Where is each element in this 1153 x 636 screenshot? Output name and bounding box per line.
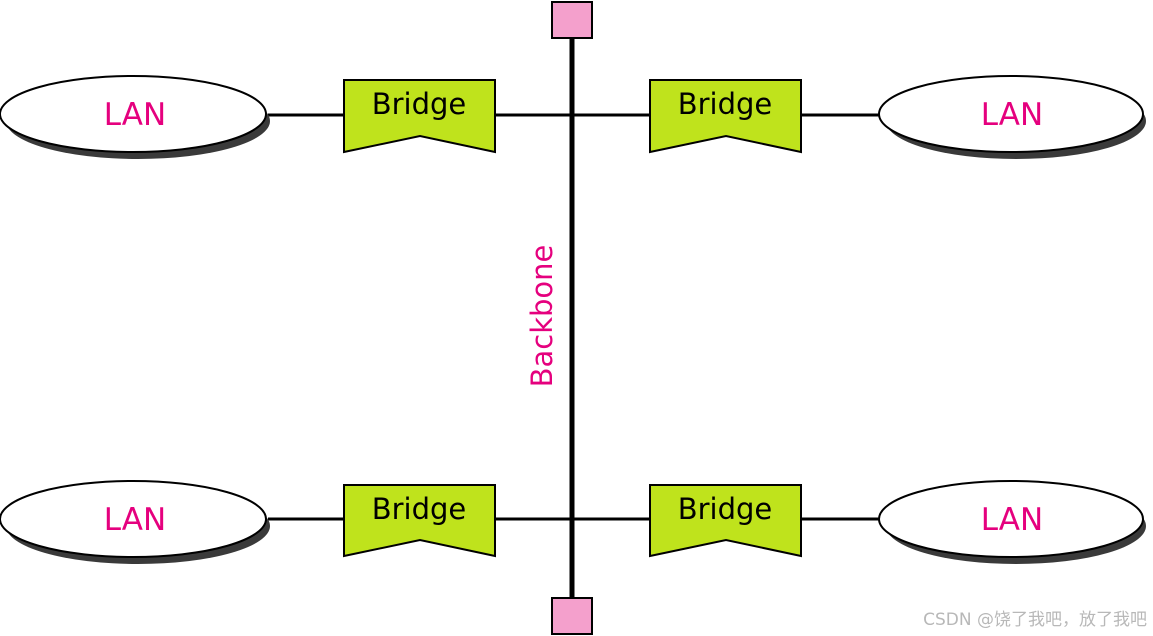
bridge-top-right: Bridge bbox=[649, 79, 802, 154]
bridge-bottom-left: Bridge bbox=[343, 484, 496, 558]
lan-bottom-right: LAN bbox=[878, 480, 1146, 564]
lan-label: LAN bbox=[104, 97, 166, 133]
backbone-label: Backbone bbox=[525, 245, 559, 388]
bridge-label: Bridge bbox=[372, 492, 467, 526]
backbone-terminator-top bbox=[551, 1, 593, 39]
bridge-top-left: Bridge bbox=[343, 79, 496, 154]
bridge-bottom-right: Bridge bbox=[649, 484, 802, 558]
bridge-label: Bridge bbox=[372, 87, 467, 121]
lan-label: LAN bbox=[981, 97, 1043, 133]
bridge-label: Bridge bbox=[678, 492, 773, 526]
bridge-label: Bridge bbox=[678, 87, 773, 121]
backbone-terminator-bottom bbox=[551, 597, 593, 635]
lan-bottom-left: LAN bbox=[0, 480, 270, 564]
lan-label: LAN bbox=[981, 502, 1043, 538]
lan-top-left: LAN bbox=[0, 75, 270, 159]
lan-top-right: LAN bbox=[878, 75, 1146, 159]
lan-label: LAN bbox=[104, 502, 166, 538]
watermark: CSDN @饶了我吧，放了我吧 bbox=[923, 610, 1147, 630]
